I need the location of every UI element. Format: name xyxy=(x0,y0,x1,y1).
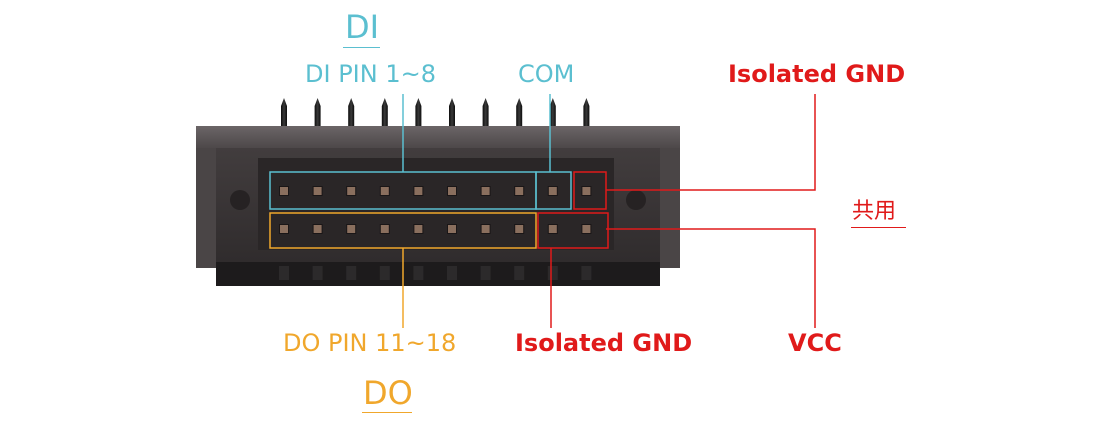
pin-pad-top-row xyxy=(413,186,424,196)
vcc-label: VCC xyxy=(788,329,842,357)
housing-left-ear xyxy=(196,148,216,268)
header-pins xyxy=(281,98,590,126)
base-slot xyxy=(379,266,390,280)
pin-pad-bottom-row xyxy=(346,224,357,234)
pin-pad-top-row xyxy=(480,186,491,196)
housing-right-ear xyxy=(660,148,680,268)
header-pin xyxy=(583,98,590,126)
base-slot xyxy=(279,266,289,280)
pin-pad-bottom-row xyxy=(514,224,525,234)
do-pins-label: DO PIN 11~18 xyxy=(283,329,457,357)
header-pin xyxy=(482,98,489,126)
pin-pad-top-row xyxy=(346,186,357,196)
pin-pads xyxy=(279,186,592,234)
header-pin xyxy=(516,98,523,126)
pin-pad-bottom-row xyxy=(547,224,558,234)
pin-pad-top-row xyxy=(547,186,558,196)
base-slot xyxy=(447,266,457,280)
isolated-gnd-bottom-label: Isolated GND xyxy=(515,329,693,357)
pin-pad-top-row xyxy=(514,186,525,196)
base-slot xyxy=(514,266,525,280)
pin-pad-bottom-row xyxy=(279,224,289,234)
pin-pad-top-row xyxy=(581,186,592,196)
header-pin xyxy=(314,98,321,126)
di-title-underline xyxy=(343,47,380,48)
header-pin xyxy=(281,98,287,126)
housing-top-plate xyxy=(196,126,680,148)
pin-pad-bottom-row xyxy=(447,224,457,234)
pin-pad-bottom-row xyxy=(581,224,592,234)
header-pin xyxy=(549,98,556,126)
base-slot xyxy=(480,266,491,280)
shared-label: 共用 xyxy=(852,199,897,224)
com-box xyxy=(535,171,572,210)
pin-pad-top-row xyxy=(379,186,390,196)
pin-pad-bottom-row xyxy=(379,224,390,234)
housing-inner-cavity xyxy=(258,158,614,250)
do-title: DO xyxy=(363,374,413,412)
mounting-hole-right xyxy=(626,190,646,210)
header-pin xyxy=(348,98,355,126)
pin-pad-top-row xyxy=(447,186,457,196)
pin-pad-bottom-row xyxy=(312,224,323,234)
pin-pad-bottom-row xyxy=(480,224,491,234)
di-pins-label: DI PIN 1~8 xyxy=(305,60,436,88)
base-slots xyxy=(279,266,592,280)
base-slot xyxy=(346,266,357,280)
shared-underline xyxy=(851,227,906,228)
header-pin xyxy=(381,98,388,126)
di-title: DI xyxy=(345,8,380,46)
com-label: COM xyxy=(518,60,575,88)
base-slot xyxy=(547,266,558,280)
base-slot xyxy=(581,266,592,280)
header-pin xyxy=(415,98,422,126)
isolated-gnd-bottom-box xyxy=(537,212,609,249)
mounting-hole-left xyxy=(230,190,250,210)
pin-pad-top-row xyxy=(279,186,289,196)
isolated-gnd-top-label: Isolated GND xyxy=(728,60,906,88)
base-slot xyxy=(413,266,424,280)
pin-pad-bottom-row xyxy=(413,224,424,234)
isolated-gnd-top-leader xyxy=(606,94,816,191)
header-pin xyxy=(449,98,455,126)
vcc-leader xyxy=(606,228,816,328)
base-slot xyxy=(312,266,323,280)
do-title-underline xyxy=(362,412,412,413)
pin-pad-top-row xyxy=(312,186,323,196)
